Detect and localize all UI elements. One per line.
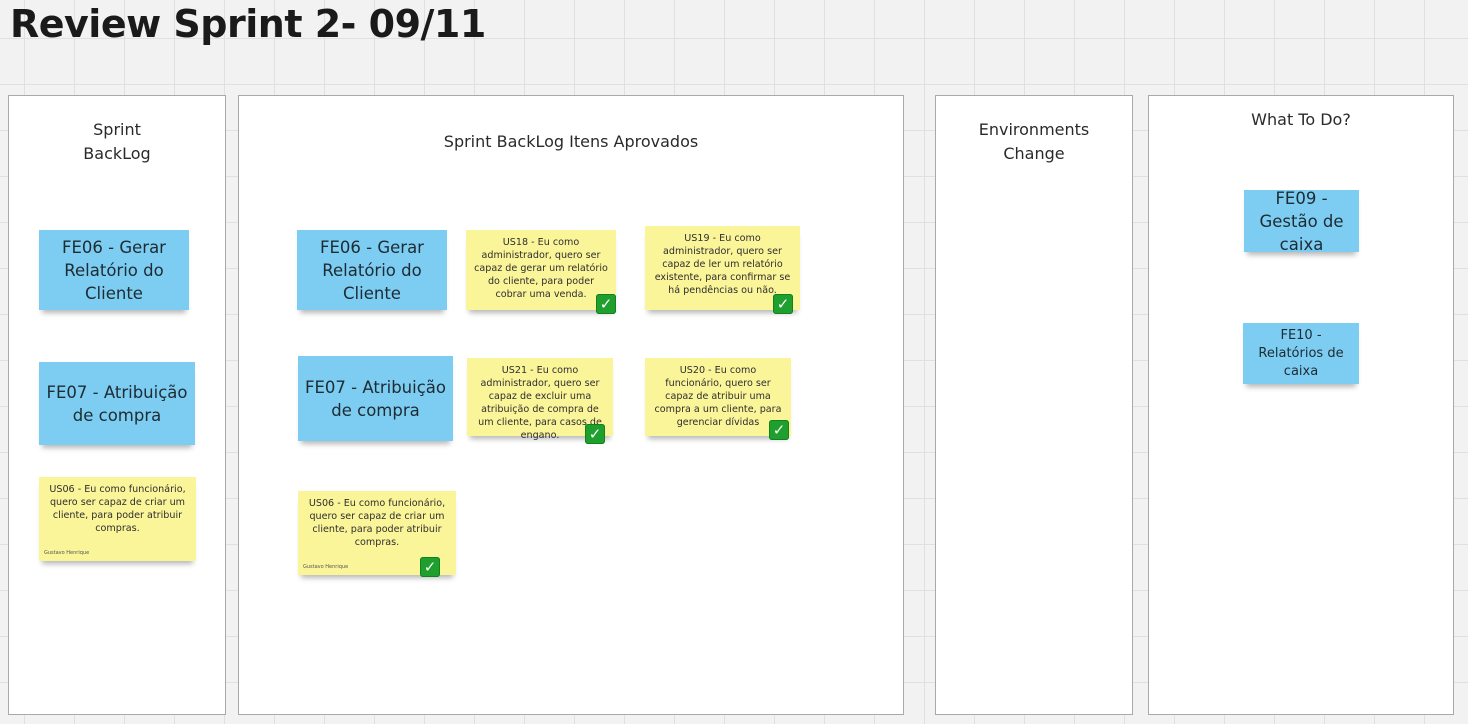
sticky-note-fe07[interactable]: FE07 - Atribuição de compra (39, 362, 195, 445)
sticky-note-us06[interactable]: US06 - Eu como funcionário, quero ser ca… (39, 477, 196, 561)
sticky-text: FE10 - Relatórios de caixa (1258, 327, 1344, 379)
sticky-note-fe06-approved[interactable]: FE06 - Gerar Relatório do Cliente (297, 230, 447, 310)
sticky-note-us19[interactable]: US19 - Eu como administrador, quero ser … (645, 226, 800, 310)
frame-label-line: Change (1003, 144, 1065, 163)
frame-environments-change-label: Environments Change (936, 118, 1132, 166)
sticky-text: US21 - Eu como administrador, quero ser … (478, 365, 602, 441)
sticky-text: FE07 - Atribuição de compra (46, 382, 188, 425)
sticky-text: US18 - Eu como administrador, quero ser … (474, 237, 608, 300)
sticky-text: US06 - Eu como funcionário, quero ser ca… (49, 484, 186, 534)
frame-label-line: Environments (978, 120, 1090, 139)
sticky-text: FE06 - Gerar Relatório do Cliente (62, 237, 166, 303)
sticky-note-us18[interactable]: US18 - Eu como administrador, quero ser … (466, 230, 616, 310)
board-title: Review Sprint 2- 09/11 (10, 2, 486, 46)
frame-label-line: BackLog (83, 144, 151, 163)
check-mark-icon: ✓ (769, 420, 789, 440)
frame-sprint-backlog-label: Sprint BackLog (9, 118, 225, 166)
sticky-text: FE07 - Atribuição de compra (305, 377, 446, 420)
check-mark-icon: ✓ (585, 424, 605, 444)
check-mark-icon: ✓ (420, 557, 440, 577)
frame-what-to-do-label: What To Do? (1251, 110, 1351, 129)
sticky-note-fe10[interactable]: FE10 - Relatórios de caixa (1243, 323, 1359, 384)
sticky-author: Gustavo Henrique (44, 550, 90, 556)
frame-environments-change[interactable]: Environments Change (935, 95, 1133, 715)
sticky-text: US19 - Eu como administrador, quero ser … (654, 233, 791, 296)
sticky-text: US06 - Eu como funcionário, quero ser ca… (308, 498, 446, 548)
sticky-text: FE09 - Gestão de caixa (1259, 188, 1344, 254)
sticky-note-fe06[interactable]: FE06 - Gerar Relatório do Cliente (39, 230, 189, 310)
sticky-note-us21[interactable]: US21 - Eu como administrador, quero ser … (467, 358, 613, 441)
frame-approved-items-label: Sprint BackLog Itens Aprovados (443, 132, 699, 151)
sticky-text: US20 - Eu como funcionário, quero ser ca… (654, 365, 782, 428)
sticky-text: FE06 - Gerar Relatório do Cliente (320, 237, 424, 303)
sticky-author: Gustavo Henrique (303, 564, 349, 570)
sticky-note-us20[interactable]: US20 - Eu como funcionário, quero ser ca… (645, 358, 791, 436)
check-mark-icon: ✓ (773, 294, 793, 314)
frame-label-line: Sprint (93, 120, 141, 139)
sticky-note-fe07-approved[interactable]: FE07 - Atribuição de compra (298, 356, 453, 441)
check-mark-icon: ✓ (596, 294, 616, 314)
sticky-note-fe09[interactable]: FE09 - Gestão de caixa (1244, 189, 1359, 254)
